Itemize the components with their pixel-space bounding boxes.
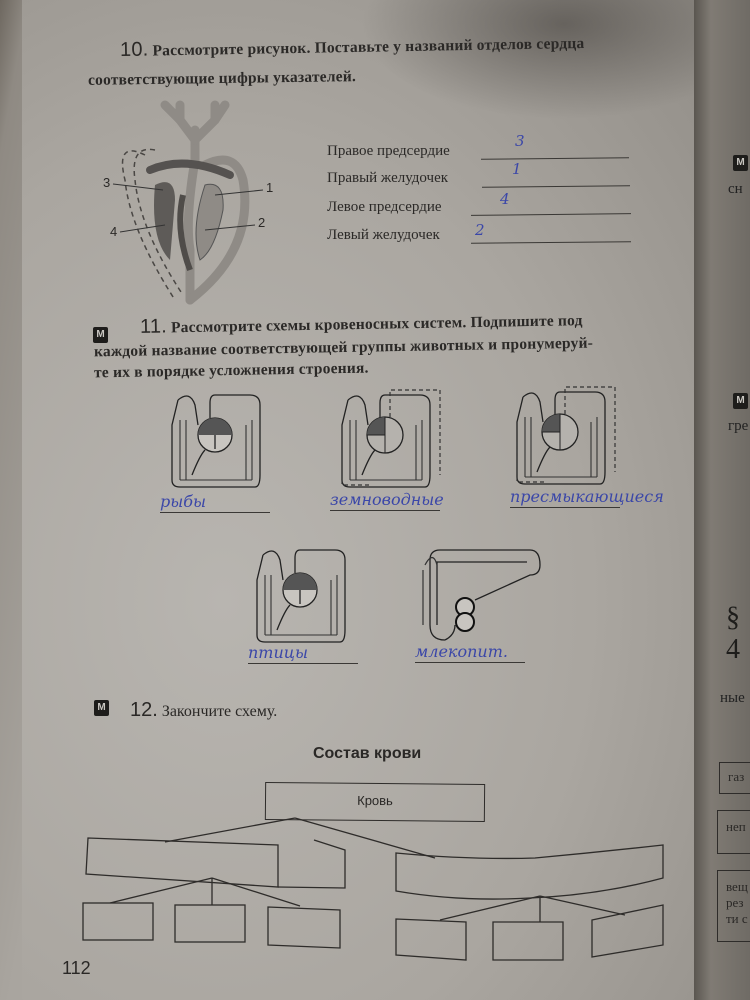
right-fragment: § 4 [726, 602, 740, 665]
page-number: 112 [62, 958, 91, 978]
blank-box [82, 902, 154, 941]
handwritten-answer: 3 [515, 132, 525, 150]
blank-box [395, 918, 467, 961]
circulatory-scheme-fish [171, 394, 261, 488]
root-label: Кровь [357, 792, 393, 809]
handwritten-answer: 4 [500, 190, 510, 208]
handwritten-answer: птицы [248, 643, 308, 662]
handwritten-answer: пресмыкающиеся [510, 487, 664, 506]
answer-box-left[interactable] [87, 834, 347, 884]
answer-field[interactable] [510, 507, 620, 508]
circulatory-scheme-rept [516, 386, 616, 485]
answer-field[interactable] [248, 663, 358, 664]
m-badge-icon: M [733, 393, 748, 409]
circulatory-scheme-amph [341, 389, 441, 488]
blank-box [174, 904, 246, 943]
right-fragment: газ [728, 769, 745, 784]
pointer-label-1: 1 [266, 180, 274, 195]
answer-field[interactable] [330, 510, 440, 511]
right-fragment: вещ [726, 879, 748, 894]
right-fragment: сн [728, 181, 743, 197]
blank-box [267, 906, 341, 949]
handwritten-answer: 1 [512, 160, 522, 178]
answer-box-right[interactable] [396, 852, 666, 896]
handwritten-answer: земноводные [330, 490, 444, 509]
handwritten-answer: рыбы [160, 492, 207, 511]
diagram-title: Состав крови [313, 745, 422, 762]
right-fragment: ные [720, 690, 745, 706]
root-box-blood[interactable]: Кровь [264, 782, 486, 822]
answer-field[interactable] [160, 512, 270, 513]
circulatory-scheme-mamm [422, 549, 541, 641]
right-fragment: ти с [726, 911, 748, 926]
task-12-text: 12. Закончите схему. [130, 699, 278, 721]
m-badge-icon: M [93, 327, 108, 343]
blank-box [591, 904, 664, 958]
right-fragment: неп [726, 819, 746, 834]
handwritten-answer: 2 [475, 221, 485, 239]
m-badge-icon: M [733, 155, 748, 171]
heart-diagram [112, 100, 264, 305]
right-fragment: гре [728, 418, 749, 434]
right-fragment: рез [726, 895, 744, 910]
shadow [360, 0, 700, 120]
blank-box-cells [395, 844, 664, 900]
pointer-label-2: 2 [258, 215, 266, 230]
answer-field[interactable] [415, 662, 525, 663]
circulatory-scheme-bird [256, 549, 346, 643]
m-badge-icon: M [94, 700, 109, 716]
pointer-label-4: 4 [110, 224, 118, 239]
handwritten-answer: млекопит. [415, 642, 508, 661]
blank-box [492, 921, 564, 961]
pointer-label-3: 3 [103, 175, 111, 190]
